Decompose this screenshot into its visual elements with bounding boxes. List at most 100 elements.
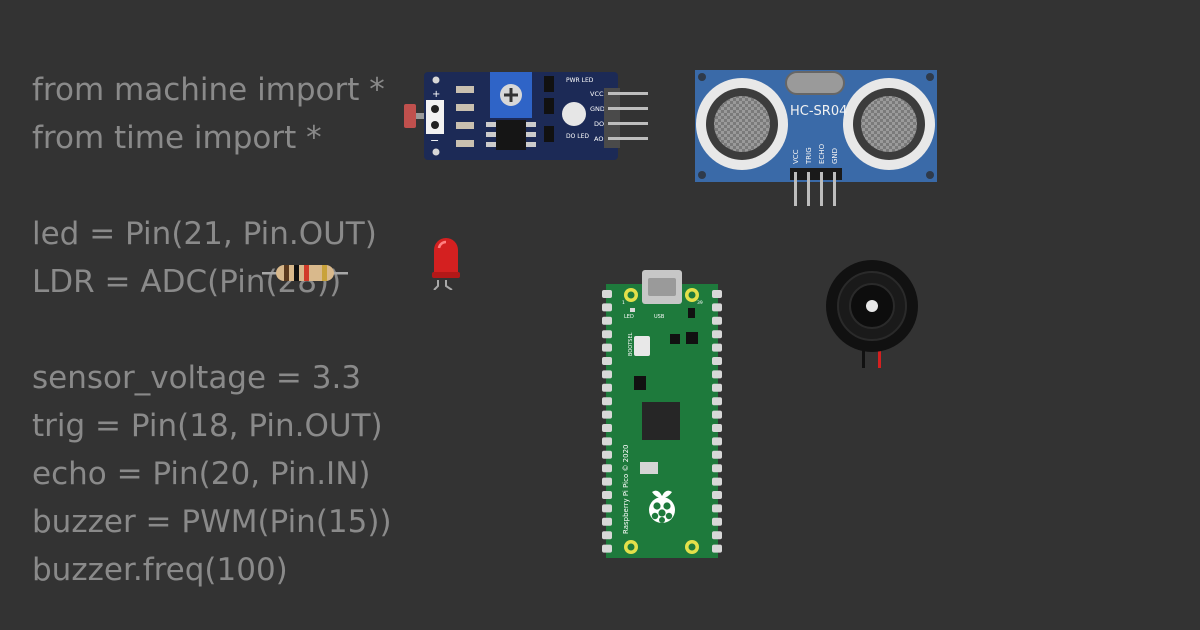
red-led[interactable] (430, 236, 462, 290)
pico-pin[interactable] (712, 517, 722, 526)
code-line-2: from time import * (32, 120, 322, 156)
code-line-7: sensor_voltage = 3.3 (32, 360, 362, 396)
pin-label-echo: ECHO (818, 143, 826, 164)
header-pin-vcc[interactable] (608, 92, 648, 95)
piezo-buzzer[interactable] (824, 258, 922, 370)
buzzer-lead-negative[interactable] (862, 338, 865, 368)
pico-pin[interactable] (602, 343, 612, 352)
pico-pin[interactable] (712, 316, 722, 325)
resistor[interactable] (262, 262, 348, 284)
do-led-label: DO LED (566, 133, 589, 140)
code-line-5: LDR = ADC(Pin(28)) (32, 264, 342, 300)
pico-pin[interactable] (712, 383, 722, 392)
pico-pin[interactable] (602, 410, 612, 419)
bootsel-button[interactable] (634, 336, 650, 356)
pico-pin[interactable] (712, 397, 722, 406)
smd-resistor (456, 122, 474, 129)
pico-pin[interactable] (602, 316, 612, 325)
pico-pin[interactable] (602, 397, 612, 406)
smd-resistor (456, 104, 474, 111)
bootsel-label: BOOTSEL (628, 332, 634, 356)
mount-hole (698, 73, 706, 81)
header-pin-ao[interactable] (608, 137, 648, 140)
ldr-lead (416, 113, 426, 119)
pico-pin[interactable] (712, 544, 722, 553)
pin-label-gnd: GND (831, 148, 839, 164)
pico-pin[interactable] (602, 531, 612, 540)
flash-chip (640, 462, 658, 474)
chip-pin (526, 122, 536, 127)
header-pin-trig[interactable] (807, 172, 810, 206)
resistor-band (322, 265, 327, 281)
pico-pin[interactable] (712, 531, 722, 540)
pico-pin[interactable] (712, 424, 722, 432)
code-editor[interactable]: from machine import * from time import *… (32, 66, 392, 594)
minus-label: − (430, 134, 439, 147)
pico-pin[interactable] (712, 303, 722, 312)
pico-pin[interactable] (602, 357, 612, 365)
pico-pin[interactable] (602, 477, 612, 486)
comparator-chip (496, 120, 526, 150)
pico-pin[interactable] (602, 517, 612, 526)
pico-pin[interactable] (602, 450, 612, 459)
mount-hole-inner (688, 543, 696, 551)
smd-part (686, 332, 698, 344)
resistor-band (284, 265, 289, 281)
pico-pin[interactable] (712, 357, 722, 365)
header-pin-echo[interactable] (820, 172, 823, 206)
hc-sr04-ultrasonic-sensor[interactable]: HC-SR04 VCC TRIG ECHO GND (694, 68, 940, 208)
buzzer-lead-positive[interactable] (878, 338, 881, 368)
knob-cross (504, 88, 518, 102)
resistor-band (304, 265, 309, 281)
pico-pin[interactable] (712, 491, 722, 499)
usb-label: USB (654, 314, 665, 320)
pico-pin[interactable] (602, 303, 612, 312)
plus-label: + (432, 89, 440, 100)
header-pin-gnd[interactable] (833, 172, 836, 206)
header-pin-gnd[interactable] (608, 107, 648, 110)
pico-pin[interactable] (712, 330, 722, 339)
right-pin-row[interactable] (712, 290, 722, 553)
pico-pin[interactable] (712, 437, 722, 446)
header-pin-do[interactable] (608, 122, 648, 125)
pico-pin[interactable] (712, 504, 722, 513)
pico-pin[interactable] (602, 424, 612, 432)
pico-pin[interactable] (602, 330, 612, 339)
pin-label-vcc: VCC (590, 90, 604, 98)
pwr-led (562, 102, 586, 126)
pin-1-label: 1 (622, 300, 625, 306)
pico-pin[interactable] (602, 383, 612, 392)
header-pin-vcc[interactable] (794, 172, 797, 206)
ldr-photoresistor (404, 104, 416, 128)
pico-pin[interactable] (602, 504, 612, 513)
mount-hole-inner (627, 543, 635, 551)
raspberry-logo-icon (649, 490, 675, 523)
pico-pin[interactable] (712, 477, 722, 486)
pico-pin[interactable] (602, 290, 612, 298)
raspberry-pi-pico[interactable]: 1 39 LED USB BOOTSEL Raspberry Pi Pico ©… (602, 270, 722, 562)
chip-pin (486, 132, 496, 137)
pico-pin[interactable] (602, 544, 612, 553)
onboard-led (630, 308, 635, 312)
pico-pin[interactable] (602, 370, 612, 379)
left-pin-row[interactable] (602, 290, 612, 553)
pin-label-ao: AO (594, 135, 603, 143)
led-cathode[interactable] (433, 280, 439, 290)
crystal-oscillator (785, 71, 845, 95)
pico-pin[interactable] (602, 437, 612, 446)
mount-hole (926, 73, 934, 81)
led-anode[interactable] (445, 280, 453, 290)
pico-pin[interactable] (712, 450, 722, 459)
pico-pin[interactable] (712, 343, 722, 352)
pico-pin[interactable] (602, 491, 612, 499)
ldr-sensor-module[interactable]: + − PWR LED DO LED VCC GND DO AO (398, 70, 650, 162)
smd-capacitor (544, 126, 554, 142)
code-line-3 (32, 162, 392, 210)
pico-pin[interactable] (712, 370, 722, 379)
chip-pin (486, 142, 496, 147)
pico-pin[interactable] (712, 290, 722, 298)
pico-pin[interactable] (712, 410, 722, 419)
pico-pin[interactable] (602, 464, 612, 473)
smd-part (634, 376, 646, 390)
pico-pin[interactable] (712, 464, 722, 473)
